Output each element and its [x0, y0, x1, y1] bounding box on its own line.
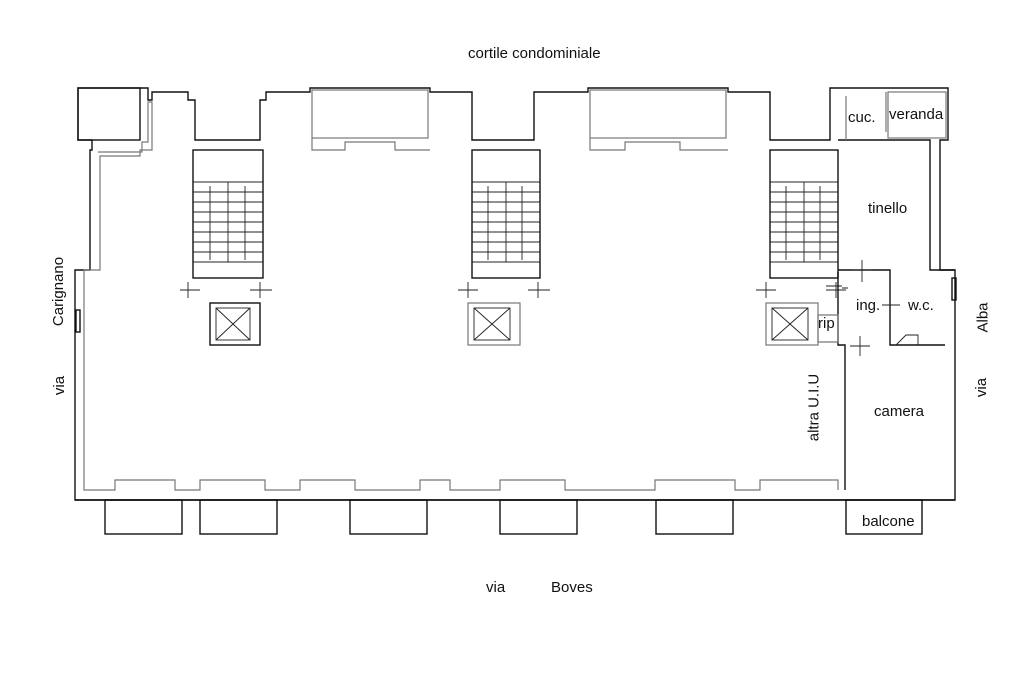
room-label-balcony: balcone [862, 513, 915, 530]
room-label-other-unit: altra U.I.U [805, 373, 823, 442]
room-label-kitchen: cuc. [848, 109, 876, 126]
stairwell-1 [180, 149, 272, 346]
street-bottom-name: Boves [551, 579, 593, 596]
street-left-prefix: via [51, 375, 69, 396]
apartment-walls [75, 92, 957, 490]
street-bottom-prefix: via [486, 579, 506, 596]
street-right-name: Alba [974, 302, 992, 333]
street-right-prefix: via [973, 377, 991, 398]
street-balconies [104, 499, 923, 535]
room-label-veranda: veranda [889, 106, 944, 123]
room-label-bedroom: camera [874, 403, 925, 420]
room-label-closet: rip [818, 315, 835, 332]
room-label-wc: w.c. [908, 297, 934, 314]
stairwells [180, 149, 848, 346]
stairwell-2 [458, 149, 550, 346]
street-left-name: Carignano [50, 256, 68, 327]
room-label-entrance: ing. [856, 297, 881, 314]
courtyard-label: cortile condominiale [468, 45, 601, 62]
stairwell-3 [756, 149, 848, 346]
room-label-dining: tinello [868, 200, 908, 217]
